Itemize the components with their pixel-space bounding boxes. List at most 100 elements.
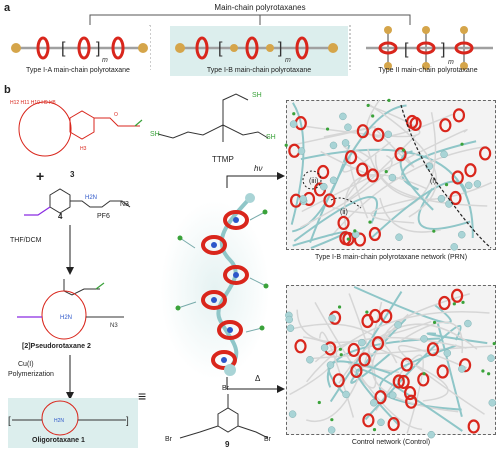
network-ring bbox=[464, 163, 477, 178]
control-caption: Control network (Control) bbox=[351, 439, 431, 446]
network-ring bbox=[405, 394, 418, 409]
network-strand bbox=[309, 104, 407, 243]
network-crosslink bbox=[384, 169, 388, 174]
network-crosslink bbox=[452, 302, 456, 306]
network-ring bbox=[353, 232, 367, 247]
network-ring bbox=[374, 390, 387, 405]
network-strand bbox=[301, 129, 468, 213]
network-bead bbox=[329, 141, 338, 150]
ttmp-structure bbox=[157, 93, 269, 142]
network-crosslink bbox=[292, 112, 296, 116]
ring-move-path bbox=[330, 197, 362, 209]
svg-text:H3: H3 bbox=[80, 146, 87, 152]
step1-conditions: THF/DCM bbox=[10, 237, 42, 244]
network-bead bbox=[288, 410, 297, 418]
network-ring bbox=[323, 193, 336, 208]
network-ring bbox=[397, 374, 410, 390]
network-strand bbox=[292, 144, 351, 233]
svg-text:[: [ bbox=[218, 40, 223, 57]
network-bead bbox=[342, 390, 350, 399]
network-crosslink bbox=[365, 310, 369, 314]
network-crosslink bbox=[317, 400, 321, 405]
network-ring bbox=[439, 118, 452, 133]
arrow-step1 bbox=[66, 225, 74, 275]
compound-9-br-left: Br bbox=[165, 436, 172, 443]
network-ring bbox=[358, 352, 371, 367]
network-crosslink bbox=[372, 428, 377, 432]
network-strand bbox=[399, 321, 464, 354]
network-ring bbox=[317, 164, 330, 180]
delta-label: Δ bbox=[255, 374, 261, 383]
network-bead bbox=[440, 150, 448, 159]
panel-b-letter: b bbox=[4, 84, 11, 96]
network-ring bbox=[451, 288, 464, 303]
panel-a-bracket-lines bbox=[89, 14, 411, 70]
compound-3-structure: H12 H11 H10 H9 H8 O H3 bbox=[10, 100, 143, 157]
network-strand bbox=[399, 150, 434, 211]
network-strand bbox=[343, 173, 427, 233]
network-ring bbox=[426, 342, 440, 357]
compound-4-number: 4 bbox=[58, 212, 63, 221]
network-strand bbox=[367, 148, 493, 201]
network-bead bbox=[289, 120, 298, 128]
network-bead bbox=[487, 354, 495, 362]
compound-9-structure bbox=[179, 394, 269, 439]
network-ring bbox=[417, 372, 430, 387]
network-strand bbox=[383, 293, 471, 346]
step2-line2: Polymerization bbox=[8, 371, 54, 378]
network-bead bbox=[473, 180, 482, 188]
network-bead bbox=[339, 112, 347, 121]
compound-4-structure: H2N bbox=[24, 188, 131, 216]
network-ring bbox=[436, 364, 449, 379]
network-bead bbox=[445, 200, 453, 208]
network-bead bbox=[327, 426, 336, 434]
network-ring bbox=[371, 336, 385, 351]
network-strand bbox=[300, 148, 474, 239]
network-crosslink bbox=[339, 353, 343, 357]
network-bead bbox=[457, 230, 466, 239]
network-bead bbox=[320, 344, 329, 352]
network-bead bbox=[458, 365, 466, 373]
network-bead bbox=[464, 319, 472, 328]
ttmp-sh-right: SH bbox=[266, 134, 276, 141]
svg-text:H12 H11 H10 H9 H8: H12 H11 H10 H9 H8 bbox=[10, 100, 56, 106]
type-ib-box bbox=[170, 26, 348, 76]
network-ring bbox=[403, 385, 417, 401]
svg-text:]: ] bbox=[441, 41, 445, 58]
network-bead bbox=[388, 173, 397, 182]
network-crosslink bbox=[387, 98, 391, 102]
network-bead bbox=[306, 356, 314, 364]
network-crosslink bbox=[444, 183, 449, 187]
network-bead bbox=[465, 181, 473, 190]
panel-a-letter: a bbox=[4, 2, 11, 14]
network-bead bbox=[341, 139, 350, 147]
network-strand bbox=[306, 310, 490, 383]
network-ring bbox=[394, 147, 407, 162]
network-crosslink bbox=[368, 220, 372, 224]
network-bead bbox=[329, 176, 338, 185]
network-bead bbox=[370, 399, 378, 407]
network-crosslink bbox=[422, 372, 426, 376]
marker-iii: (iii) bbox=[309, 178, 319, 185]
network-strand bbox=[373, 127, 415, 168]
type-ib-diagram: [ ] m bbox=[175, 36, 338, 64]
network-crosslink bbox=[330, 418, 334, 422]
oligorotaxane-chain-illustration bbox=[175, 193, 269, 376]
network-strand bbox=[349, 150, 371, 219]
pseudorotaxane-2-structure: H2N N3 bbox=[17, 279, 124, 340]
type-ia-diagram: [ ] m bbox=[11, 36, 148, 64]
network-strand bbox=[288, 126, 376, 147]
network-strand bbox=[289, 336, 337, 396]
network-ring bbox=[294, 339, 307, 354]
network-ring bbox=[337, 215, 350, 231]
svg-text:H2N: H2N bbox=[85, 195, 97, 201]
network-ring bbox=[458, 358, 472, 373]
sliding-path bbox=[400, 104, 492, 249]
network-crosslink bbox=[366, 103, 370, 108]
network-strand bbox=[417, 187, 471, 230]
network-bead bbox=[384, 130, 392, 139]
ttmp-sh-top: SH bbox=[252, 92, 262, 99]
network-ring bbox=[467, 419, 480, 434]
network-strand bbox=[367, 103, 437, 218]
network-ring bbox=[479, 146, 492, 161]
